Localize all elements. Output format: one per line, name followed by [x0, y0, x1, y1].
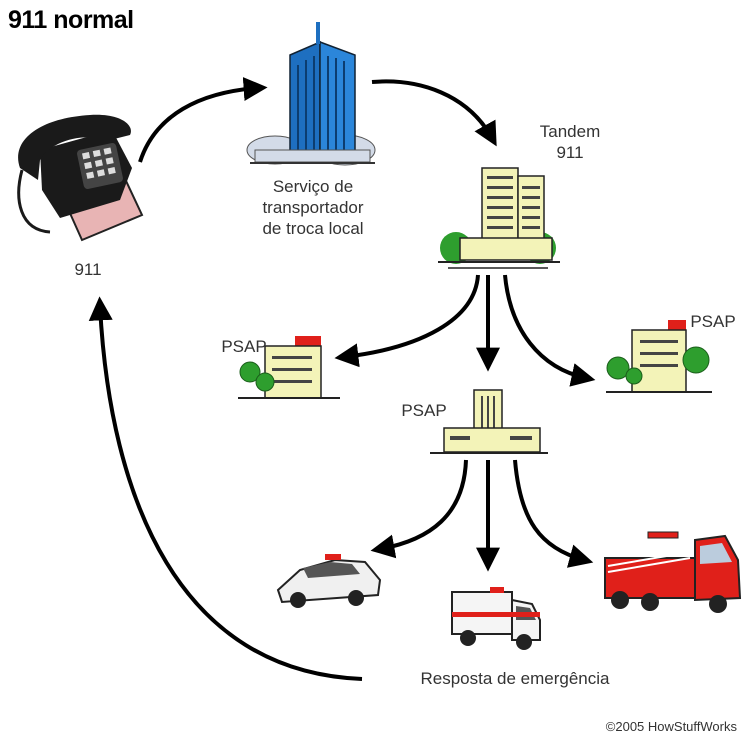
psap-right-label: PSAP: [690, 312, 736, 331]
local-carrier-label-line-3: de troca local: [262, 219, 364, 238]
psap-building-icon-left: [238, 336, 340, 399]
psap-building-icon-center: [430, 389, 548, 454]
arrow-psap-to-firetruck: [513, 459, 594, 568]
page-title: 911 normal: [8, 6, 134, 34]
copyright-credit: ©2005 HowStuffWorks: [605, 719, 737, 734]
tandem-label: Tandem 911: [520, 121, 620, 163]
ambulance-icon: [451, 587, 541, 650]
flow-arrows: [88, 77, 596, 681]
office-building-icon: [246, 22, 376, 166]
psap-left-label: PSAP: [221, 337, 267, 356]
telephone-icon: [17, 114, 144, 242]
response-label: Resposta de emergência: [420, 669, 610, 688]
local-carrier-label-line-1: Serviço de: [272, 177, 354, 196]
arrow-phone-to-carrier: [138, 77, 268, 163]
fire-truck-icon: [604, 531, 742, 613]
tandem-label-line-1: Tandem: [539, 122, 601, 141]
arrow-tandem-to-psap-left: [334, 274, 480, 368]
psap-center-label: PSAP: [401, 401, 447, 420]
local-carrier-label: Serviço de transportador de troca local: [228, 176, 398, 239]
arrow-tandem-to-psap-right: [503, 274, 596, 387]
arrow-response-to-phone: [88, 296, 363, 681]
tandem-label-line-2: 911: [556, 143, 584, 162]
arrow-carrier-to-tandem: [371, 79, 497, 147]
police-car-icon: [276, 554, 382, 608]
psap-building-icon-right: [606, 320, 712, 393]
tandem-building-icon: [438, 167, 560, 269]
local-carrier-label-line-2: transportador: [262, 198, 364, 217]
arrow-psap-to-police: [370, 459, 468, 559]
phone-label: 911: [74, 260, 102, 279]
